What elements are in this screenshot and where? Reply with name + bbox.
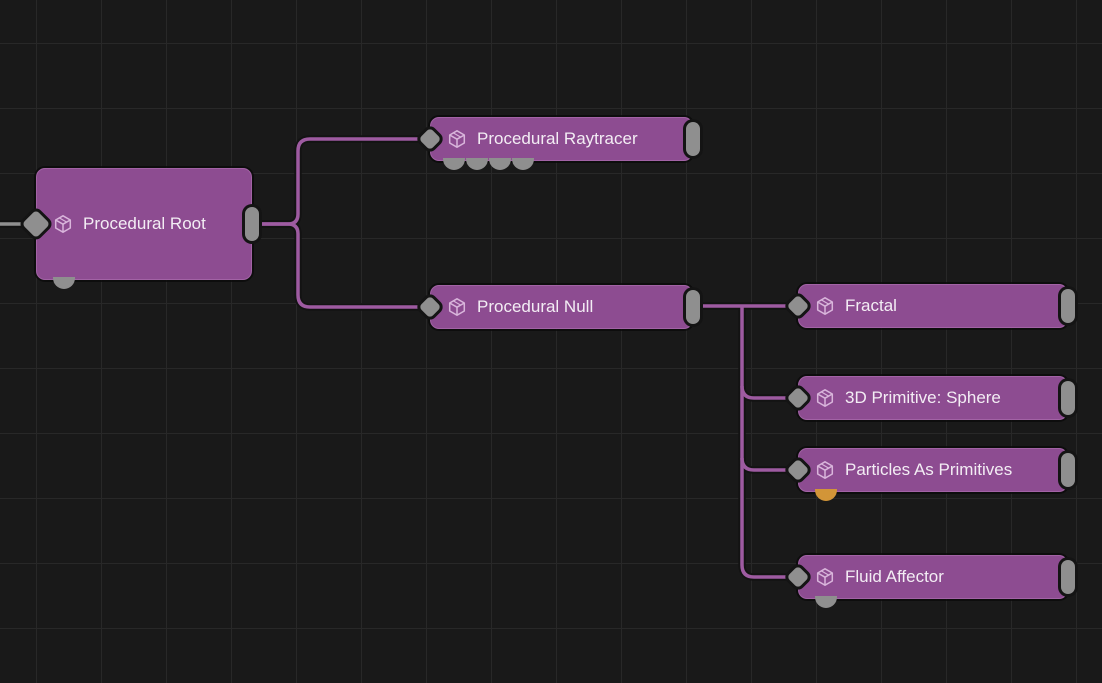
input-port-fractal[interactable] (786, 294, 810, 318)
node-title: Procedural Raytracer (477, 129, 638, 148)
wire-null-to-sphere[interactable] (740, 385, 802, 400)
cube-3d-icon (815, 388, 835, 408)
output-port-procedural-null[interactable] (686, 290, 700, 324)
node-fractal[interactable]: Fractal (786, 284, 1075, 328)
bottom-port-gray-procedural-raytracer[interactable] (489, 158, 511, 170)
node-procedural-root[interactable]: Procedural Root (21, 168, 259, 289)
node-fluid-affector[interactable]: Fluid Affector (786, 555, 1075, 608)
output-port-fractal[interactable] (1061, 289, 1075, 323)
output-port-fluid-affector[interactable] (1061, 560, 1075, 594)
input-port-procedural-raytracer[interactable] (418, 127, 442, 151)
input-port-particles-as-primitives[interactable] (786, 458, 810, 482)
bottom-port-gray-fluid-affector[interactable] (815, 596, 837, 608)
cube-3d-icon (815, 296, 835, 316)
input-port-3d-primitive-sphere[interactable] (786, 386, 810, 410)
node-title: 3D Primitive: Sphere (845, 388, 1001, 407)
bottom-port-orange-particles-as-primitives[interactable] (815, 489, 837, 501)
output-port-procedural-root[interactable] (245, 207, 259, 241)
cube-3d-icon (815, 460, 835, 480)
bottom-port-gray-procedural-raytracer[interactable] (443, 158, 465, 170)
node-3d-primitive-sphere[interactable]: 3D Primitive: Sphere (786, 376, 1075, 420)
input-port-procedural-root[interactable] (21, 209, 51, 239)
wire-null-to-particles[interactable] (740, 457, 802, 472)
node-title: Procedural Root (83, 214, 206, 233)
bottom-port-gray-procedural-raytracer[interactable] (466, 158, 488, 170)
cube-3d-icon (815, 567, 835, 587)
node-particles-as-primitives[interactable]: Particles As Primitives (786, 448, 1075, 501)
cube-3d-icon (447, 129, 467, 149)
wire-root-to-null[interactable] (252, 222, 434, 309)
input-port-procedural-null[interactable] (418, 295, 442, 319)
node-title: Procedural Null (477, 297, 594, 316)
bottom-port-gray-procedural-raytracer[interactable] (512, 158, 534, 170)
cube-3d-icon (53, 214, 73, 234)
cube-3d-icon (447, 297, 467, 317)
bottom-port-gray-procedural-root[interactable] (53, 277, 75, 289)
output-port-procedural-raytracer[interactable] (686, 122, 700, 156)
node-title: Fluid Affector (845, 567, 944, 586)
wire-null-to-fluid-affector[interactable] (740, 306, 802, 579)
node-title: Fractal (845, 296, 897, 315)
node-title: Particles As Primitives (845, 460, 1013, 479)
input-port-fluid-affector[interactable] (786, 565, 810, 589)
node-procedural-raytracer[interactable]: Procedural Raytracer (418, 117, 700, 170)
output-port-particles-as-primitives[interactable] (1061, 453, 1075, 487)
output-port-3d-primitive-sphere[interactable] (1061, 381, 1075, 415)
node-procedural-null[interactable]: Procedural Null (418, 285, 700, 329)
